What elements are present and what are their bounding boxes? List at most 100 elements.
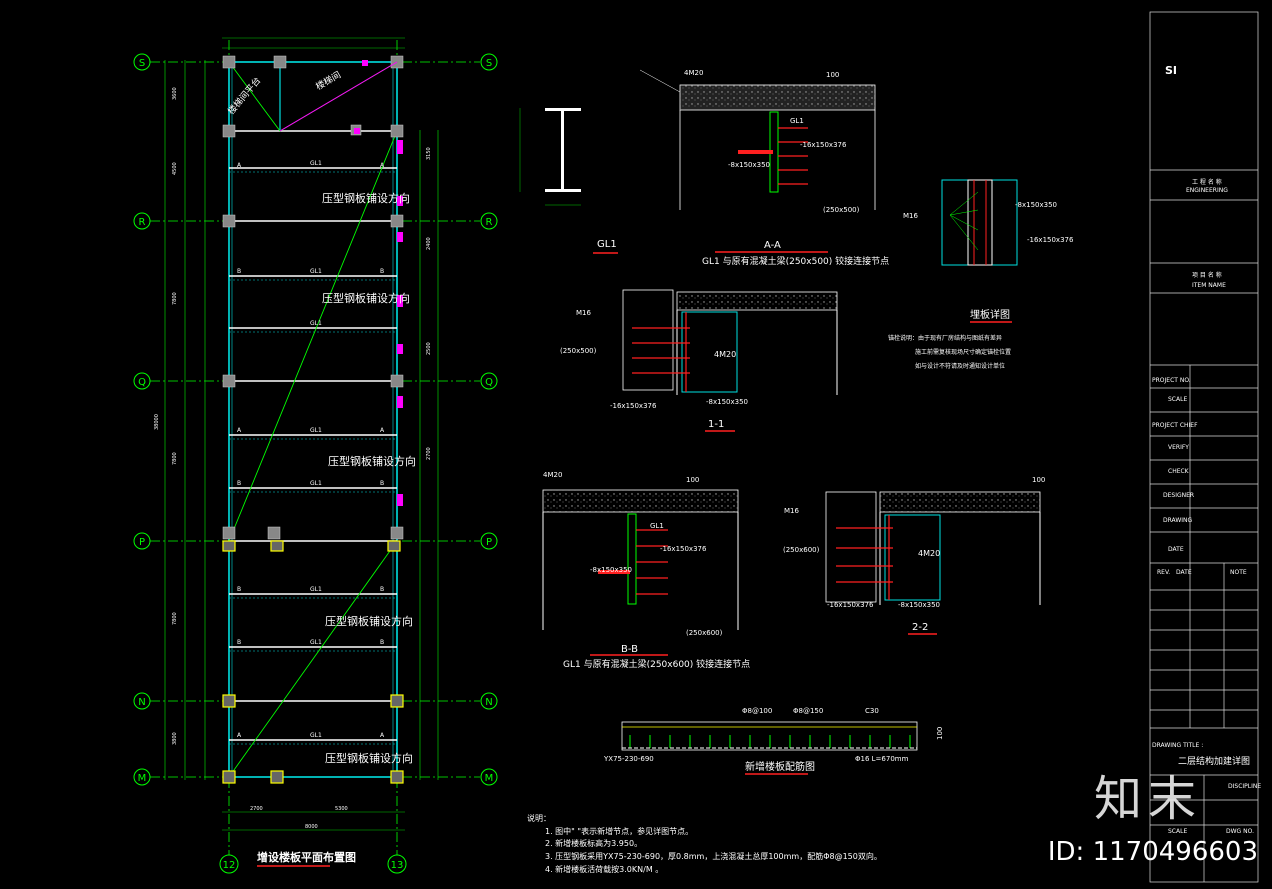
tb-item-en: ITEM NAME	[1192, 282, 1226, 289]
note-1: 1. 图中" "表示新增节点，参见详图节点。	[545, 827, 694, 836]
detail-bb: 4M20 100 GL1 -16x150x376 -8x150x350 (250…	[542, 471, 750, 670]
tb-item-cn: 项 目 名 称	[1192, 272, 1222, 279]
tb-discipline: DISCIPLINE	[1228, 783, 1262, 790]
axis-label-r: R	[139, 217, 146, 228]
sec-a-6: A	[380, 732, 385, 739]
aa-sub: GL1 与原有混凝土梁(250x500) 铰接连接节点	[702, 255, 889, 267]
deck-direction-2: 压型钢板铺设方向	[322, 291, 410, 305]
dim-right-4: 2700	[426, 447, 432, 460]
d11-plate2: -8x150x350	[706, 398, 748, 406]
bb-plate2: -8x150x350	[590, 566, 632, 574]
slab-rebar3: Φ16 L=670mm	[855, 755, 909, 763]
aa-title: A-A	[764, 240, 781, 251]
axis-label-p: P	[139, 537, 145, 548]
detail-11: 4M20 M16 (250x500) -16x150x376 -8x150x35…	[560, 289, 838, 432]
axis-bubble-r-left: R	[133, 212, 151, 230]
aa-slab-top: 100	[826, 71, 839, 79]
sec-b-7: B	[237, 639, 241, 646]
plan-title: 增设楼板平面布置图	[257, 850, 356, 864]
deck-direction-1: 压型钢板铺设方向	[322, 191, 410, 205]
dim-left-2: 4500	[172, 162, 178, 175]
d22-plate2: -8x150x350	[898, 601, 940, 609]
note-3: 3. 压型钢板采用YX75-230-690，厚0.8mm，上浇混凝土总厚100m…	[545, 852, 882, 861]
tb-date2: DATE	[1176, 569, 1192, 576]
tb-drawing-title: 二层结构加建详图	[1178, 757, 1251, 767]
gl1-label-3: GL1	[310, 320, 322, 327]
axis-bubble-12: 12	[219, 854, 239, 874]
dim-right-1: 3150	[426, 147, 432, 160]
d22-beam: (250x600)	[783, 546, 820, 554]
detail-aa: 4M20 100 GL1 -16x150x376 -8x150x350 (250…	[639, 69, 889, 267]
tb-note: NOTE	[1230, 569, 1247, 576]
slab-rebar2: Φ8@150	[793, 707, 823, 715]
title-block-frame	[1149, 11, 1259, 883]
plate-plate1: -16x150x376	[1027, 236, 1074, 244]
gl1-label-8: GL1	[310, 732, 322, 739]
plate-note-2: 施工前需复核现场尺寸确定锚栓位置	[915, 348, 1011, 356]
axis-bubble-n-right: N	[480, 692, 498, 710]
floor-plan: 3600 4500 7800 38000 7800 7800 3800 3150…	[133, 37, 498, 874]
axis-bubble-r-right: R	[480, 212, 498, 230]
plate-detail: M16 -8x150x350 -16x150x376 埋板详图 锚栓说明：由于现…	[888, 179, 1074, 370]
slab-deck-spec: YX75-230-690	[603, 755, 654, 763]
gl1-label-1: GL1	[310, 160, 322, 167]
aa-gl1: GL1	[790, 117, 804, 125]
dim-left-3: 7800	[172, 292, 178, 305]
bb-title: B-B	[621, 644, 638, 655]
sec-b-4: B	[380, 480, 384, 487]
bb-plate1: -16x150x376	[660, 545, 707, 553]
axis-bubble-s-right: S	[480, 53, 498, 71]
axis-label-q: Q	[138, 377, 146, 388]
aa-beam: (250x500)	[823, 206, 860, 214]
d22-title: 2-2	[912, 622, 928, 633]
sec-a-3: A	[237, 427, 242, 434]
d11-title: 1-1	[708, 419, 724, 430]
plate-m16: M16	[903, 212, 918, 220]
aa-plate1: -16x150x376	[800, 141, 847, 149]
sec-b-6: B	[380, 586, 384, 593]
tb-scale2: SCALE	[1168, 828, 1188, 835]
dim-right-3: 2500	[426, 342, 432, 355]
axis-label-s: S	[139, 58, 145, 69]
tb-drawing: DRAWING	[1163, 517, 1193, 524]
bb-slab-top: 100	[686, 476, 699, 484]
axis-bubble-m-right: M	[480, 768, 498, 786]
d22-slab-top: 100	[1032, 476, 1045, 484]
sec-b-8: B	[380, 639, 384, 646]
tb-logo: SI	[1165, 64, 1178, 77]
axis-label-r-r: R	[486, 217, 493, 228]
axis-bubble-p-left: P	[133, 532, 151, 550]
deck-direction-4: 压型钢板铺设方向	[325, 614, 413, 628]
deck-direction-3: 压型钢板铺设方向	[328, 454, 416, 468]
sec-a-1: A	[237, 162, 242, 169]
axis-bubble-13: 13	[387, 854, 407, 874]
plate-title: 埋板详图	[970, 308, 1010, 321]
dim-right-2: 2400	[426, 237, 432, 250]
slab-c30: C30	[865, 707, 879, 715]
d22-4m20: 4M20	[918, 549, 940, 558]
tb-eng-cn: 工 程 名 称	[1192, 179, 1222, 186]
tb-designer: DESIGNER	[1163, 492, 1195, 499]
tb-check: CHECK	[1168, 468, 1189, 475]
plate-note-1: 锚栓说明：由于现有厂房结构与图纸有差异	[888, 334, 1002, 342]
axis-label-n: N	[138, 697, 145, 708]
note-2: 2. 新增楼板标高为3.950。	[545, 839, 643, 848]
tb-project-chief: PROJECT CHIEF	[1152, 422, 1198, 429]
d11-m16: M16	[576, 309, 591, 317]
dim-left-1: 3600	[172, 87, 178, 100]
tb-drawing-title-label: DRAWING TITLE :	[1152, 742, 1204, 749]
axis-bubble-m-left: M	[133, 768, 151, 786]
d11-plate1: -16x150x376	[610, 402, 657, 410]
tb-project-no: PROJECT NO.	[1152, 377, 1191, 384]
sec-a-4: A	[380, 427, 385, 434]
plate-plate2: -8x150x350	[1015, 201, 1057, 209]
bb-gl1: GL1	[650, 522, 664, 530]
sec-b-5: B	[237, 586, 241, 593]
slab-title: 新增楼板配筋图	[745, 760, 815, 773]
dim-bottom-3: 8000	[305, 824, 318, 830]
axis-label-n-r: N	[485, 697, 492, 708]
axis-label-m: M	[138, 773, 147, 784]
slab-rebar1: Φ8@100	[742, 707, 772, 715]
dim-left-5: 7800	[172, 452, 178, 465]
